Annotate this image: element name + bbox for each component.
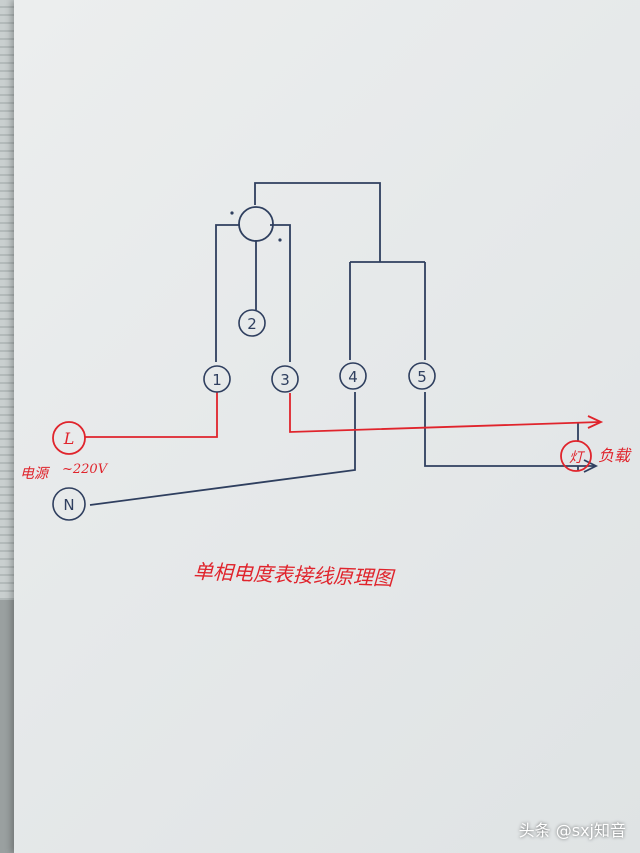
terminal-4-label: 4 [348,368,358,386]
voltage-label: ~220V [62,462,109,477]
lamp-label: 灯 [569,450,586,466]
wire-coil-to-3 [270,224,291,362]
terminal-5-label: 5 [417,368,427,386]
watermark: 头条 @sxj知音 [518,821,626,840]
wire-coil-to-1 [215,224,240,362]
wire-terminal-4-down [89,392,356,506]
lamp-circle [560,440,592,472]
terminal-1-label: 1 [212,371,222,389]
wire-top-loop [254,182,381,262]
neutral-circle [52,487,86,521]
terminal-4-circle [339,362,367,390]
paper-sheet [14,0,640,853]
terminal-2-label: 2 [247,315,257,333]
meter-coil-dot-left [230,211,234,215]
arrow-load-live [587,415,604,429]
live-label: L [63,429,75,448]
diagram-title: 单相电度表接线原理图 [193,559,397,590]
wire-terminal-3-out [289,393,601,433]
terminal-1-circle [203,365,231,393]
neutral-label: N [63,496,74,514]
terminal-2-circle [238,309,266,337]
meter-coil-dot-right [278,238,282,242]
arrow-load-return [583,459,599,473]
meter-coil-circle [238,206,274,242]
terminal-3-label: 3 [280,371,290,389]
live-circle [52,421,86,455]
source-label: 电源 [20,466,51,482]
terminal-3-circle [271,365,299,393]
wire-live-to-1 [85,392,218,438]
wire-terminal-5-down [424,392,595,467]
load-label: 负载 [598,446,632,465]
terminal-5-circle [408,362,436,390]
